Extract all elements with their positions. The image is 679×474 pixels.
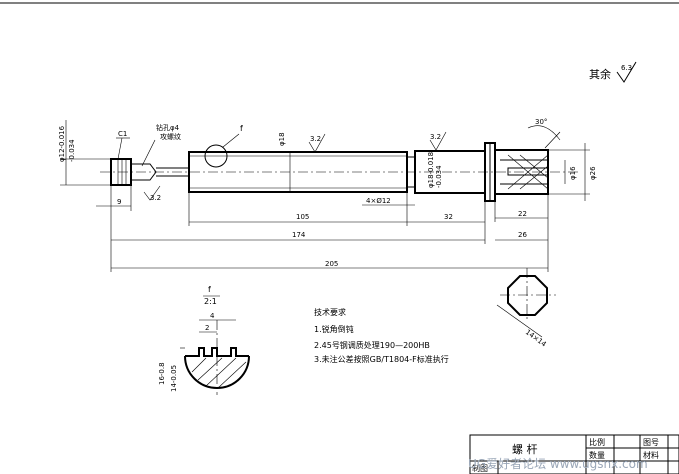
roughness-left bbox=[143, 185, 161, 201]
roughness-right bbox=[429, 131, 447, 151]
section-hatch-2 bbox=[197, 357, 223, 381]
dim-26-text: 26 bbox=[518, 231, 527, 239]
dim-d16-text: φ16 bbox=[569, 166, 577, 180]
notes-title: 技术要求 bbox=[314, 307, 346, 317]
square-diag-3 bbox=[519, 154, 549, 179]
angle-arc bbox=[527, 125, 561, 141]
dim-174-text: 174 bbox=[292, 231, 306, 239]
roughness-left-value: 3.2 bbox=[150, 194, 161, 202]
dim-d26-text: φ26 bbox=[589, 166, 597, 180]
roughness-right-value: 3.2 bbox=[430, 133, 441, 141]
detail-f-leader bbox=[222, 133, 240, 148]
dim-d18b-text2: -0.034 bbox=[435, 165, 443, 188]
dim-d18-text: φ18 bbox=[278, 132, 286, 146]
dim-d12-text: φ12-0.016 bbox=[58, 125, 66, 162]
title-scale-label: 比例 bbox=[589, 437, 605, 447]
section-hatch-4 bbox=[217, 361, 247, 389]
title-material-label: 材料 bbox=[643, 450, 659, 460]
roughness-rest-label: 其余 bbox=[589, 67, 611, 81]
dim-205-text: 205 bbox=[325, 260, 338, 268]
center-hole-label: 钻孔φ4 bbox=[156, 123, 180, 132]
square-diag-2 bbox=[507, 154, 549, 190]
roughness-mid-value: 3.2 bbox=[310, 135, 321, 143]
square-section-text: 14×14 bbox=[524, 328, 548, 349]
section-h16-text: 16-0.8 bbox=[158, 362, 166, 385]
title-qty-label: 数量 bbox=[589, 450, 605, 460]
dim-9-text: 9 bbox=[117, 198, 121, 206]
section-w2-text: 2 bbox=[205, 324, 209, 332]
dim-c1: C1 bbox=[118, 130, 127, 138]
notes-item-3: 3.未注公差按照GB/T1804-F标准执行 bbox=[314, 354, 449, 364]
section-hatch-1 bbox=[191, 357, 207, 373]
dim-105-text: 105 bbox=[296, 213, 309, 221]
dim-32-text: 32 bbox=[444, 213, 453, 221]
shaft-end-left bbox=[110, 158, 132, 186]
square-section bbox=[507, 275, 548, 316]
section-w4-text: 4 bbox=[210, 312, 215, 320]
title-part-name: 螺 杆 bbox=[512, 442, 538, 456]
title-drawn-label: 制图 bbox=[472, 463, 488, 473]
dim-angle30: 30° bbox=[535, 118, 547, 126]
dim-c1-leader2 bbox=[117, 137, 123, 160]
section-h14-text: 14-0.05 bbox=[170, 365, 178, 392]
dim-d12-text2: -0.034 bbox=[68, 139, 76, 162]
roughness-rest-value: 6.3 bbox=[621, 64, 632, 72]
roughness-symbol bbox=[616, 61, 637, 83]
notes-item-2: 2.45号钢调质处理190—200HB bbox=[314, 340, 430, 350]
dim-d18b-text: φ18-0.018 bbox=[427, 152, 435, 188]
detail-f-circle bbox=[204, 144, 228, 168]
notes-item-1: 1.锐角倒钝 bbox=[314, 324, 354, 334]
section-label: f bbox=[208, 285, 211, 294]
title-drawingno-label: 图号 bbox=[643, 438, 659, 447]
dim-groove-text: 4×Ø12 bbox=[366, 197, 391, 205]
angle-ext bbox=[544, 131, 561, 149]
section-top bbox=[185, 347, 249, 357]
square-diag-4 bbox=[519, 165, 549, 190]
dim-22-text: 22 bbox=[518, 210, 527, 218]
detail-f-label: f bbox=[240, 124, 243, 133]
title-block bbox=[469, 434, 679, 474]
section-scale: 2:1 bbox=[204, 297, 217, 306]
keyway bbox=[507, 167, 549, 176]
roughness-mid bbox=[308, 133, 326, 153]
square-section-dim bbox=[496, 304, 543, 338]
center-hole-label-2: 攻螺纹 bbox=[160, 132, 181, 141]
center-hole-leader bbox=[141, 139, 156, 167]
watermark: UG爱好者论坛 www.ugsnx.com bbox=[468, 457, 648, 471]
center-hole bbox=[131, 163, 157, 181]
section-hatch-3 bbox=[205, 357, 237, 387]
